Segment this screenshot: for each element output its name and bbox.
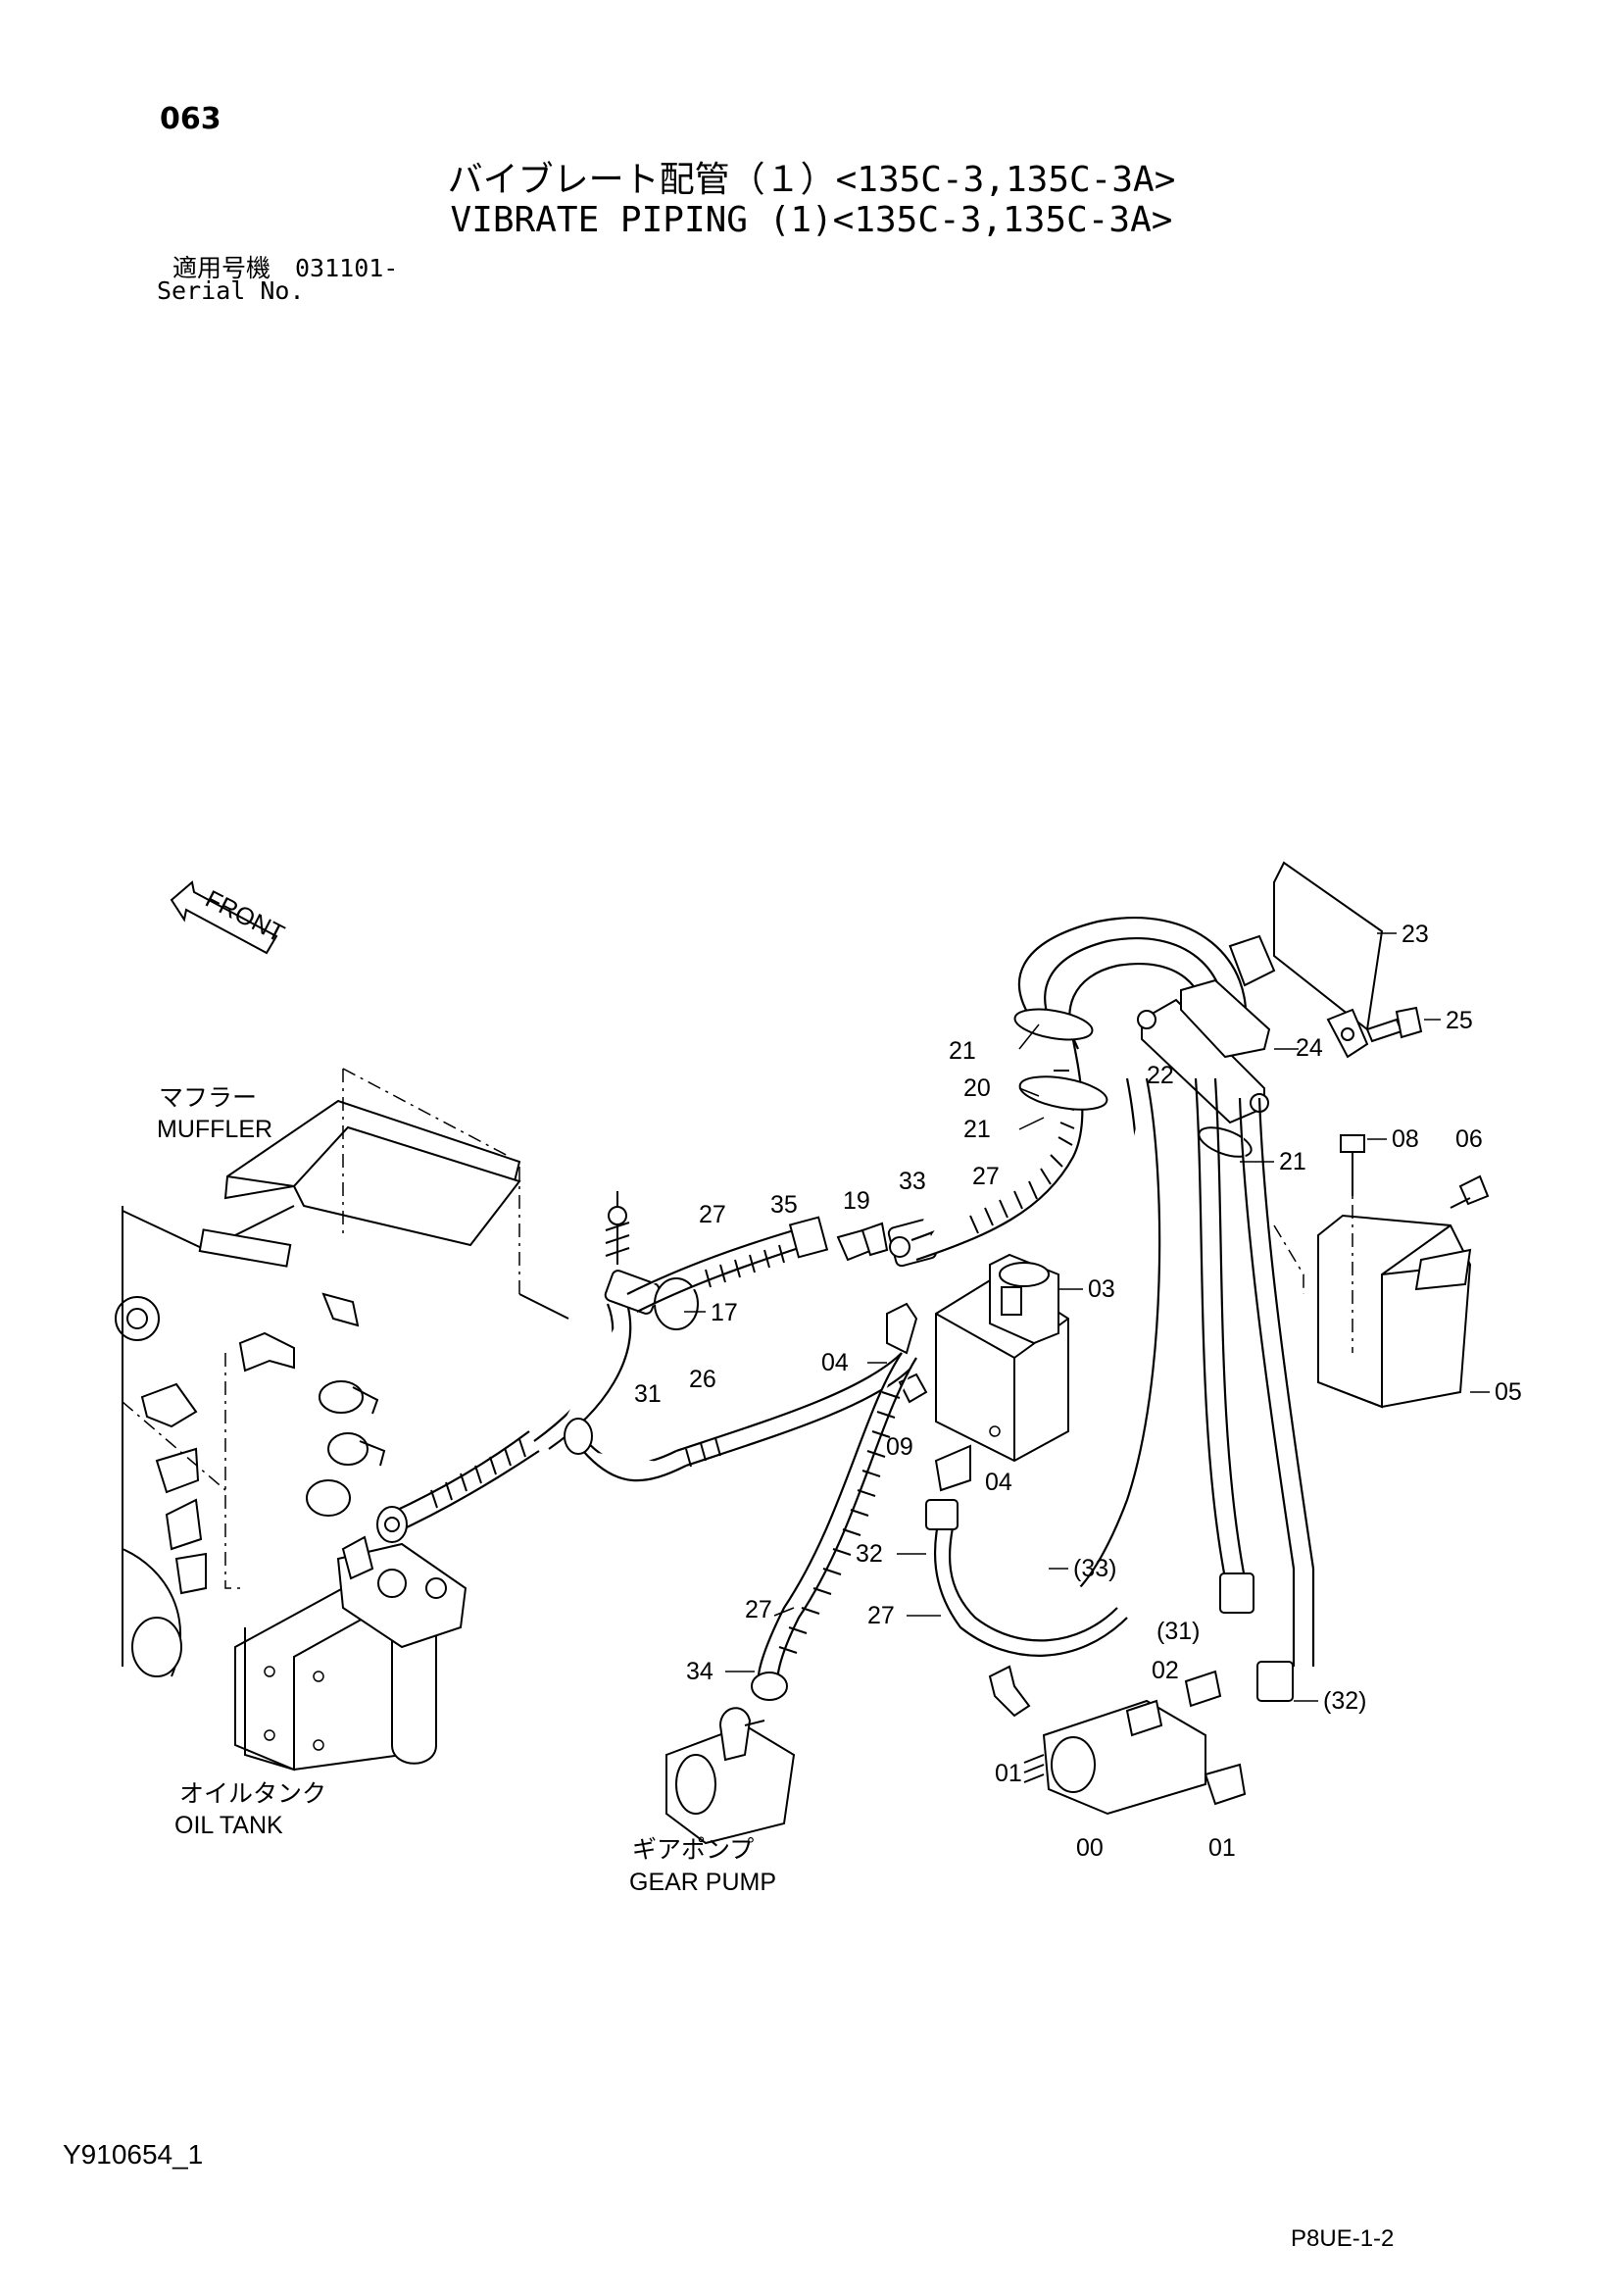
callout-06: 06	[1455, 1125, 1483, 1153]
page-title-english: VIBRATE PIPING (1)<135C-3,135C-3A>	[450, 200, 1173, 240]
gear-pump-label-en: GEAR PUMP	[629, 1869, 776, 1896]
callout-33: 33	[899, 1168, 926, 1195]
callout-23: 23	[1402, 921, 1429, 948]
tank-hoses	[376, 1191, 938, 1543]
hose-bundle	[910, 861, 1423, 1702]
callout-21a: 21	[949, 1037, 976, 1065]
callout-27a: 27	[699, 1201, 726, 1228]
callout-32p: (32)	[1323, 1687, 1366, 1715]
oil-tank-label-jp: オイルタンク	[179, 1780, 326, 1808]
callout-01b: 01	[1208, 1834, 1236, 1862]
callout-02: 02	[1152, 1657, 1179, 1684]
valve-block	[751, 1253, 1128, 1701]
callout-27d: 27	[745, 1596, 772, 1623]
callout-19: 19	[843, 1187, 870, 1215]
muffler-cover	[122, 1068, 569, 1320]
muffler-label-jp: マフラー	[159, 1084, 257, 1112]
callout-08: 08	[1392, 1125, 1419, 1153]
bracket-05	[1273, 1134, 1490, 1409]
callout-21b: 21	[963, 1116, 991, 1143]
callout-09: 09	[886, 1433, 913, 1461]
callout-03: 03	[1088, 1275, 1115, 1303]
callout-31p: (31)	[1156, 1618, 1200, 1645]
gear-pump-label-jp: ギアポンプ	[632, 1836, 754, 1864]
callout-31: 31	[634, 1380, 662, 1408]
hose-coil-left	[430, 1438, 526, 1509]
front-arrow: FRONT	[170, 880, 289, 955]
callout-25: 25	[1446, 1007, 1473, 1034]
leader-lines	[684, 932, 1490, 1702]
gear-pump-right	[988, 1665, 1247, 1816]
callout-04a: 04	[821, 1349, 849, 1376]
muffler-label-en: MUFFLER	[157, 1116, 272, 1143]
sheet-code: P8UE-1-2	[1291, 2225, 1395, 2252]
callout-35: 35	[770, 1191, 798, 1219]
callout-27b: 27	[972, 1163, 1000, 1190]
callout-22: 22	[1147, 1062, 1174, 1089]
callout-34: 34	[686, 1658, 713, 1685]
serial-label-japanese: 適用号機 031101-	[172, 254, 399, 282]
serial-label-english: Serial No.	[157, 276, 305, 305]
callout-27c: 27	[867, 1602, 895, 1629]
oil-tank-assembly	[115, 1206, 467, 1772]
callout-20: 20	[963, 1074, 991, 1102]
callout-01a: 01	[995, 1760, 1022, 1787]
page-number: 063	[160, 102, 221, 136]
page-title-japanese: バイブレート配管（１）<135C-3,135C-3A>	[447, 160, 1176, 200]
callout-00: 00	[1076, 1834, 1104, 1862]
callout-21c: 21	[1279, 1148, 1306, 1175]
callout-33p: (33)	[1073, 1555, 1116, 1582]
oil-tank-label-en: OIL TANK	[174, 1812, 283, 1839]
callout-26: 26	[689, 1366, 716, 1393]
callout-32: 32	[856, 1540, 883, 1568]
document-code: Y910654_1	[63, 2139, 204, 2170]
callout-04b: 04	[985, 1469, 1012, 1496]
callout-05: 05	[1495, 1378, 1522, 1406]
callout-24: 24	[1296, 1034, 1323, 1062]
gear-pump-left	[665, 1707, 796, 1845]
callout-17: 17	[711, 1299, 738, 1326]
